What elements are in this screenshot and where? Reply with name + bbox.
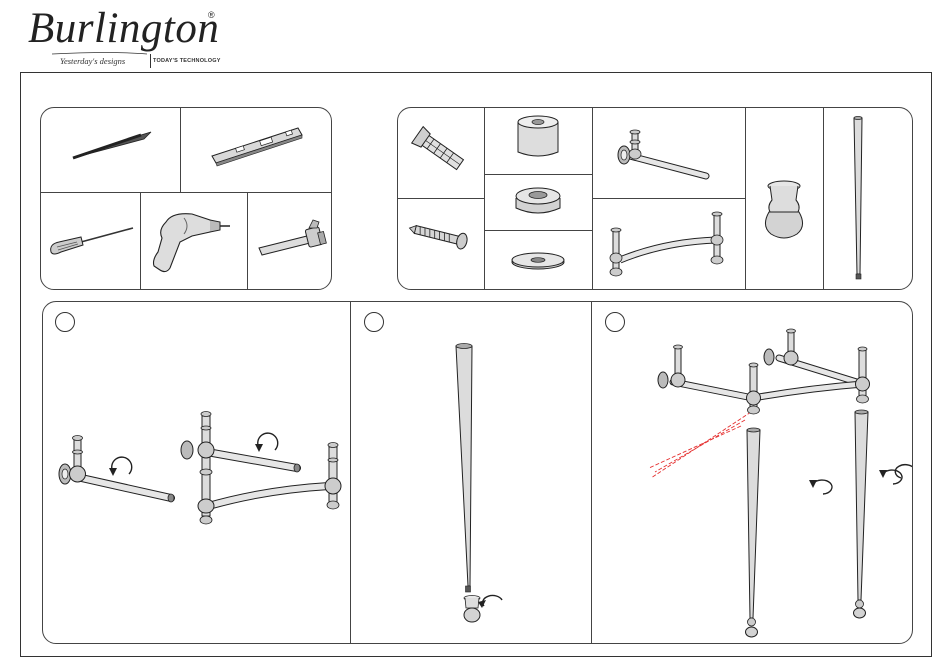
leg-icon: [823, 108, 913, 290]
brand-logo: Burlington ® Yesterday's designs TODAY'S…: [22, 4, 222, 70]
tools-panel: [40, 107, 332, 290]
screwdriver-icon: [41, 192, 140, 290]
flange-icon: [484, 174, 592, 230]
hammer-icon: [247, 192, 332, 290]
logo-underline: [22, 4, 222, 70]
drill-icon: [140, 192, 247, 290]
steps-panel: [42, 301, 913, 644]
washer-icon: [484, 230, 592, 290]
parts-panel: [397, 107, 913, 290]
step-1-illustration: [43, 302, 350, 644]
screw-icon: [398, 198, 484, 290]
pencil-icon: [41, 108, 180, 192]
step-2-illustration: [350, 302, 591, 644]
wall-bracket-icon: [592, 108, 745, 198]
wall-plug-icon: [398, 108, 484, 198]
spirit-level-icon: [180, 108, 332, 192]
step-3-illustration: [591, 302, 913, 644]
foot-icon: [745, 108, 823, 290]
spacer-icon: [484, 108, 592, 174]
frame-assembly-icon: [592, 198, 745, 290]
